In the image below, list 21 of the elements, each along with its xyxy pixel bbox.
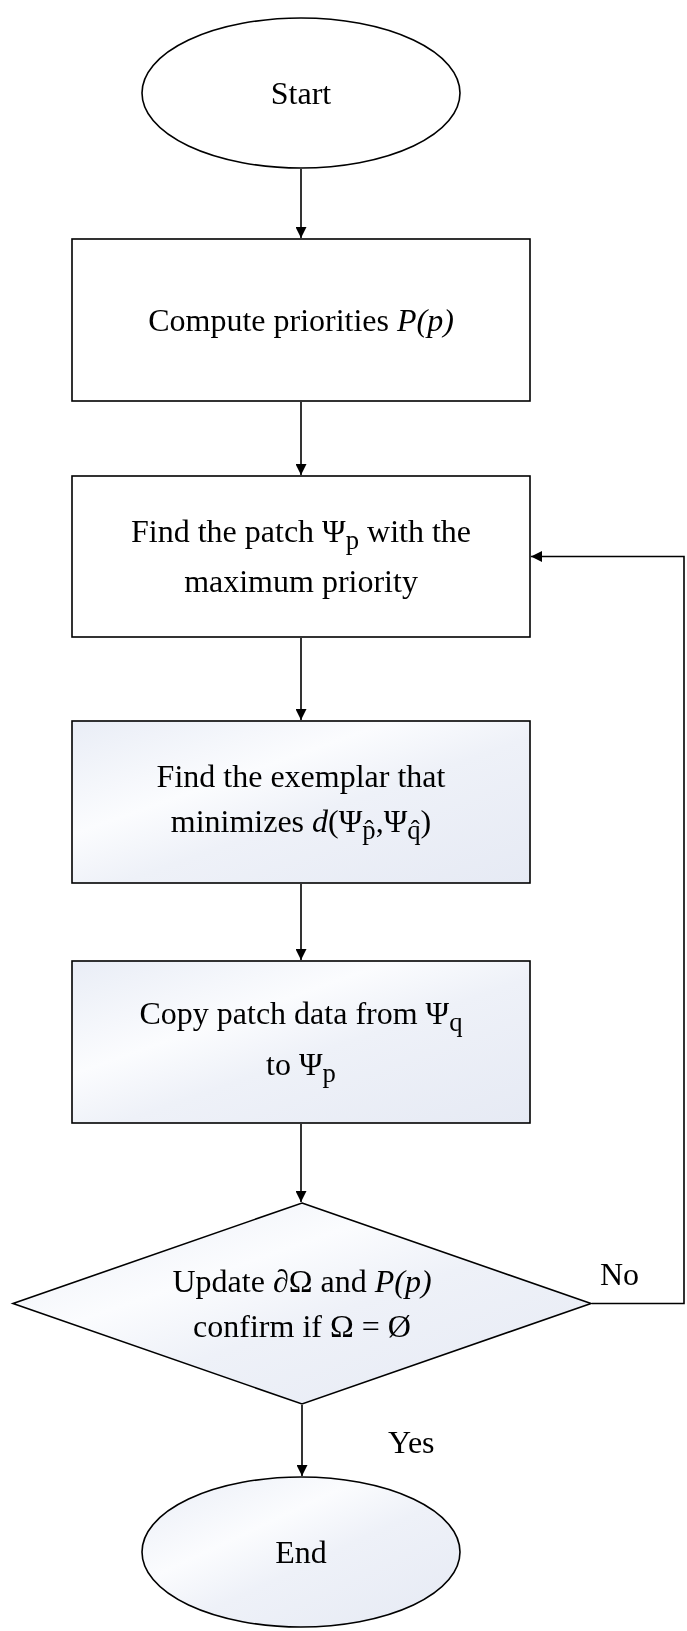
- arrow: [296, 1404, 308, 1477]
- step-text: Start: [269, 73, 333, 113]
- step-text: Find the patch Ψ$_{p}$ with the maximum priority: [130, 511, 472, 602]
- arrow: [295, 401, 307, 476]
- arrow: [295, 168, 307, 239]
- step-text: Find the exemplar that minimizes d(Ψ$_{p̂}$,Ψ$_{q̂}$): [155, 757, 447, 848]
- step-text: Update ∂Ω and P(p) confirm if Ω = Ø: [171, 1261, 433, 1346]
- step-text: Compute priorities P(p): [147, 300, 455, 340]
- arrow: [295, 883, 307, 961]
- decision-diamond: [12, 1202, 592, 1405]
- step-text: Copy patch data from Ψ$_{q}$ to Ψ$_{p}$: [138, 994, 464, 1091]
- arrow: [295, 1123, 307, 1203]
- terminal-ellipse: [141, 17, 461, 169]
- process-box: [71, 720, 531, 884]
- process-box: [71, 960, 531, 1124]
- arrow: [295, 637, 307, 721]
- process-box: [71, 475, 531, 638]
- terminal-ellipse: [141, 1476, 461, 1628]
- process-box: [71, 238, 531, 402]
- arrow: [530, 551, 685, 1305]
- step-text: End: [274, 1532, 328, 1572]
